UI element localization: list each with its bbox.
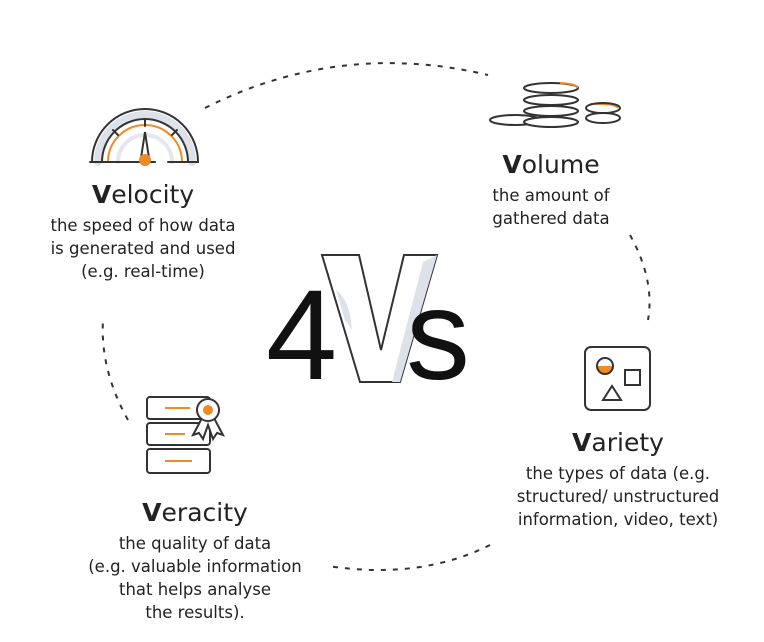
speedometer-icon [89,108,199,166]
shapes-icon [584,346,651,411]
velocity-title: Velocity [91,180,195,209]
big-v-letter [320,254,439,383]
stacked-coins-icon [489,82,621,128]
big-number-four: 4 [266,264,338,407]
dashed-cycle [101,62,651,571]
veracity-block: Veracity the quality of data(e.g. valuab… [88,498,302,622]
variety-block: Variety the types of data (e.g.structure… [516,428,720,529]
veracity-title: Veracity [142,498,248,527]
volume-title: Volume [502,150,600,179]
certified-server-icon [146,396,226,474]
variety-title: Variety [572,428,664,457]
big-letter-s: s [406,264,470,407]
